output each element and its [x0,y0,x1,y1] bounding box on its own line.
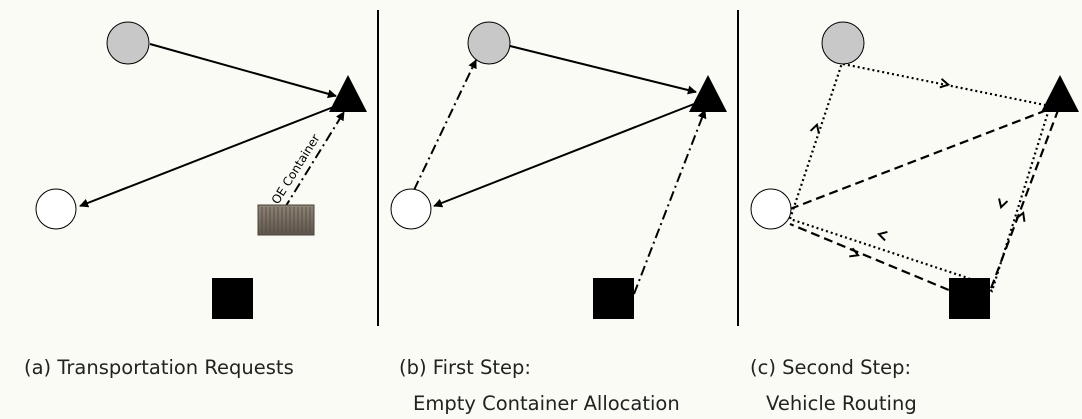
edge-triangle-to-white [79,105,337,208]
panel-a: OE Container [35,21,367,319]
chevron [876,230,888,242]
edge-container-to-triangle [283,111,345,210]
caption-c-line1: (c) Second Step: [750,356,912,379]
triangle-node [689,75,727,112]
white-node [390,188,432,230]
caption-b-line2: Empty Container Allocation [413,392,680,415]
shipping-container-icon [257,204,315,236]
triangle-node [329,75,367,112]
container-label: OE Container [269,132,323,207]
panel-c [750,21,1079,319]
route-dashed [789,103,1062,300]
caption-a: (a) Transportation Requests [24,356,294,379]
white-node [35,188,77,230]
gray-node [821,21,865,65]
edge-gray-to-triangle [149,43,337,99]
caption-c-line2: Vehicle Routing [766,392,917,415]
gray-node [467,21,511,65]
black-square-node [593,278,634,319]
chevron [998,198,1009,210]
panel-b [390,21,727,319]
edge-square-to-triangle-empty [633,109,707,295]
caption-b-line1: (b) First Step: [399,356,531,379]
edge-triangle-to-white [433,103,695,208]
edge-gray-to-triangle [509,45,697,95]
route-dotted [788,62,1052,293]
black-square-node [949,278,990,319]
edge-white-to-gray-empty [413,59,477,191]
chevron [809,122,820,134]
white-node [750,188,792,230]
triangle-node [1041,75,1079,112]
black-square-node [212,278,253,319]
gray-node [106,21,150,65]
